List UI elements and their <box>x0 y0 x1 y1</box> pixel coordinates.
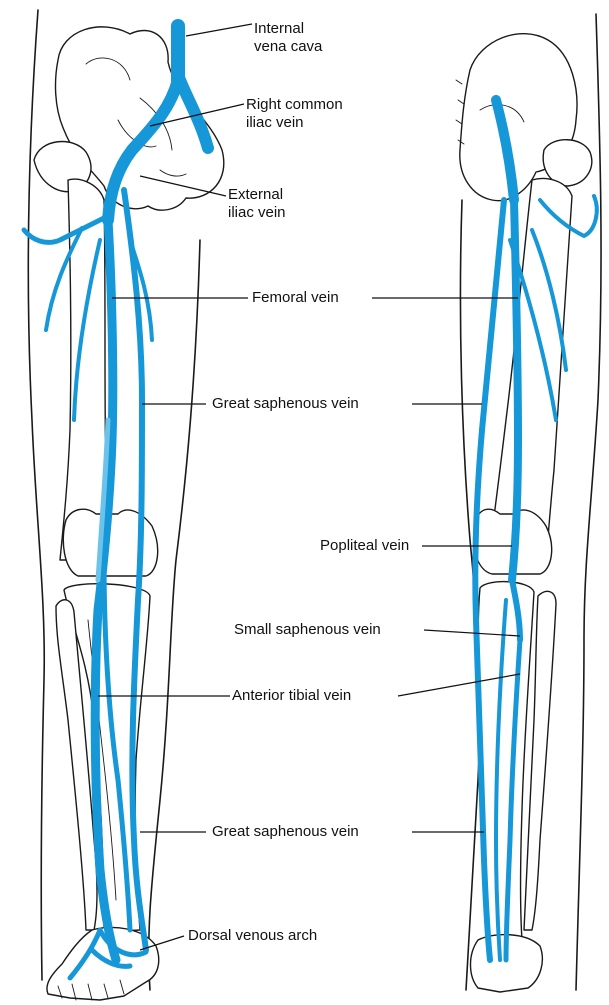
label-dorsal-venous-arch: Dorsal venous arch <box>188 927 317 945</box>
label-popliteal-vein: Popliteal vein <box>320 537 409 555</box>
posterior-leg <box>456 14 601 992</box>
label-right-common-iliac-vein: Right common iliac vein <box>246 96 343 132</box>
label-great-saphenous-vein-lower: Great saphenous vein <box>212 823 359 841</box>
label-small-saphenous-vein: Small saphenous vein <box>234 621 381 639</box>
leader-internal-vena-cava <box>186 24 252 36</box>
label-right-common-iliac-line1: Right common <box>246 96 343 114</box>
label-femoral-vein: Femoral vein <box>252 289 339 307</box>
label-great-saphenous-vein-upper: Great saphenous vein <box>212 395 359 413</box>
label-external-iliac-line2: iliac vein <box>228 204 286 222</box>
label-external-iliac-line1: External <box>228 186 286 204</box>
anterior-leg-inner-contour <box>149 240 200 990</box>
label-external-iliac-vein: External iliac vein <box>228 186 286 222</box>
label-anterior-tibial-vein: Anterior tibial vein <box>232 687 351 705</box>
label-internal-vena-cava-line1: Internal <box>254 20 322 38</box>
label-internal-vena-cava: Internal vena cava <box>254 20 322 56</box>
label-internal-vena-cava-line2: vena cava <box>254 38 322 56</box>
anterior-leg <box>24 10 224 1000</box>
label-right-common-iliac-line2: iliac vein <box>246 114 343 132</box>
